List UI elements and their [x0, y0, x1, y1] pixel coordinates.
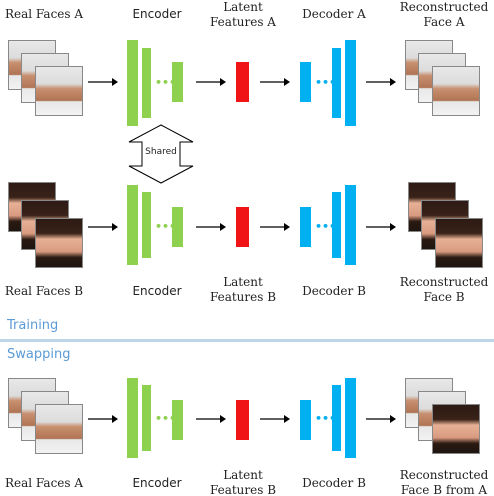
row-a-decoder-label: Decoder A [302, 7, 366, 21]
row-a-encoder-label: Encoder [132, 7, 182, 21]
encoder-layer [142, 192, 151, 258]
arrow-icon [260, 415, 290, 423]
arrow-icon [88, 223, 118, 231]
face-image [435, 218, 483, 268]
decoder-layer [345, 185, 356, 265]
latent-features-block [236, 62, 249, 102]
face-image [35, 404, 83, 454]
arrow-icon [196, 415, 226, 423]
encoder-layer [142, 48, 151, 118]
swapping-section-title: Swapping [7, 347, 71, 362]
ellipsis-icon: ••• [315, 76, 337, 89]
encoder-layer [127, 378, 138, 458]
latent-features-block [236, 207, 249, 247]
arrow-icon [88, 415, 118, 423]
row-b-output-label: Reconstructed Face B [399, 275, 489, 304]
row-swap-decoder-label: Decoder B [302, 476, 366, 490]
face-image [432, 66, 480, 116]
arrow-icon [196, 78, 226, 86]
decoder-layer [300, 400, 311, 440]
encoder-layer [127, 185, 138, 265]
arrow-icon [260, 223, 290, 231]
section-divider [0, 339, 494, 342]
arrow-icon [260, 78, 290, 86]
encoder-layer [172, 207, 183, 247]
row-a-input-label: Real Faces A [4, 7, 84, 21]
arrow-icon [366, 415, 396, 423]
row-a-latent-label: Latent Features A [210, 0, 276, 29]
decoder-layer [300, 62, 311, 102]
row-swap-input-label: Real Faces A [4, 476, 84, 490]
decoder-layer [332, 385, 341, 451]
arrow-icon [366, 78, 396, 86]
latent-features-block [236, 400, 249, 440]
row-b-encoder-label: Encoder [132, 284, 182, 298]
row-b-input-label: Real Faces B [4, 284, 84, 298]
row-swap-latent-label: Latent Features B [209, 468, 277, 496]
training-section-title: Training [7, 318, 59, 333]
face-image [35, 218, 83, 268]
ellipsis-icon: ••• [155, 220, 177, 233]
shared-label: Shared [145, 147, 177, 157]
ellipsis-icon: ••• [155, 412, 177, 425]
row-a-output-label: Reconstructed Face A [399, 0, 489, 29]
ellipsis-icon: ••• [315, 412, 337, 425]
row-swap-encoder-label: Encoder [132, 476, 182, 490]
shared-double-arrow [128, 124, 194, 184]
arrow-icon [88, 78, 118, 86]
encoder-layer [127, 40, 138, 126]
encoder-layer [172, 62, 183, 102]
row-b-decoder-label: Decoder B [302, 284, 366, 298]
face-image [35, 66, 83, 116]
decoder-layer [332, 48, 341, 118]
row-b-latent-label: Latent Features B [209, 275, 277, 304]
face-image [432, 404, 480, 454]
encoder-layer [172, 400, 183, 440]
decoder-layer [345, 40, 356, 126]
decoder-layer [300, 207, 311, 247]
ellipsis-icon: ••• [155, 76, 177, 89]
encoder-layer [142, 385, 151, 451]
decoder-layer [332, 192, 341, 258]
decoder-layer [345, 378, 356, 458]
arrow-icon [366, 223, 396, 231]
row-swap-output-label: Reconstructed Face B from A [399, 468, 489, 496]
arrow-icon [196, 223, 226, 231]
ellipsis-icon: ••• [315, 220, 337, 233]
